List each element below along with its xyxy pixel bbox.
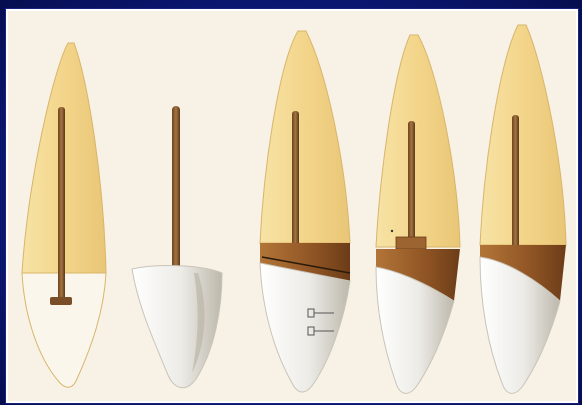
tooth-1-post bbox=[58, 107, 65, 303]
tooth-4-dot bbox=[391, 230, 393, 232]
tooth-3 bbox=[260, 31, 350, 392]
tooth-4 bbox=[376, 35, 460, 393]
tooth-2 bbox=[132, 106, 222, 388]
tooth-4-root bbox=[376, 35, 460, 247]
tooth-5-root bbox=[480, 25, 566, 245]
illustration-panel bbox=[6, 9, 578, 403]
tooth-2-post bbox=[172, 106, 180, 276]
tooth-4-post bbox=[408, 121, 415, 241]
tooth-5 bbox=[480, 25, 566, 393]
dental-post-illustration bbox=[8, 11, 576, 401]
tooth-3-crown bbox=[260, 263, 350, 392]
tooth-4-core-step bbox=[396, 237, 426, 249]
tooth-1-post-head bbox=[50, 297, 72, 305]
tooth-2-crown bbox=[132, 266, 222, 388]
tooth-3-root bbox=[260, 31, 350, 243]
tooth-5-post bbox=[512, 115, 519, 255]
tooth-1 bbox=[22, 43, 106, 387]
tooth-3-post bbox=[292, 111, 299, 261]
